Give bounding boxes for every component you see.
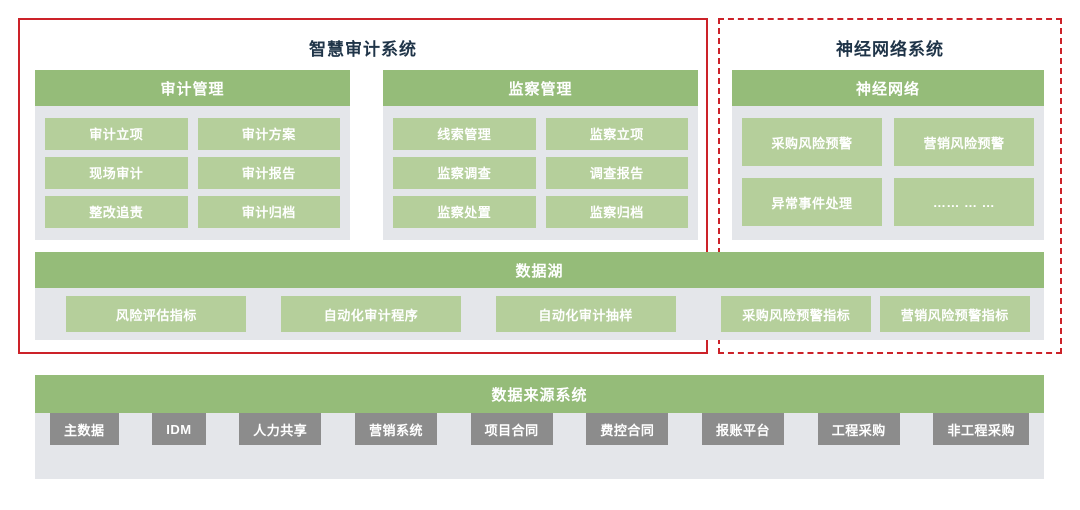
panel-data-lake-title: 数据湖 [35, 252, 1044, 288]
tile-supervision-0[interactable]: 线索管理 [393, 117, 536, 150]
panel-data-source-system-body: 主数据 IDM 人力共享 营销系统 项目合同 费控合同 报账平台 工程采购 非工… [35, 413, 1044, 479]
panel-supervision-management-body: 线索管理 监察立项 监察调查 调查报告 监察处置 监察归档 [383, 106, 698, 240]
tile-audit-4[interactable]: 整改追责 [45, 195, 188, 228]
tile-audit-1[interactable]: 审计方案 [197, 117, 340, 150]
panel-neural-network-body: 采购风险预警 营销风险预警 异常事件处理 …… … … [732, 106, 1044, 240]
panel-data-lake-body: 风险评估指标 自动化审计程序 自动化审计抽样 采购风险预警指标 营销风险预警指标 [35, 288, 1044, 340]
tile-lake-left-2[interactable]: 自动化审计抽样 [495, 296, 676, 332]
tile-neural-0[interactable]: 采购风险预警 [742, 118, 882, 166]
panel-neural-network: 神经网络 采购风险预警 营销风险预警 异常事件处理 …… … … [732, 70, 1044, 240]
panel-data-source-system-title: 数据来源系统 [35, 375, 1044, 413]
chip-source-2[interactable]: 人力共享 [239, 413, 322, 445]
tile-neural-ellipsis[interactable]: …… … … [894, 178, 1034, 226]
chip-source-6[interactable]: 报账平台 [702, 413, 785, 445]
panel-audit-management-body: 审计立项 审计方案 现场审计 审计报告 整改追责 审计归档 [35, 106, 350, 240]
panel-audit-management: 审计管理 审计立项 审计方案 现场审计 审计报告 整改追责 审计归档 [35, 70, 350, 240]
panel-supervision-management: 监察管理 线索管理 监察立项 监察调查 调查报告 监察处置 监察归档 [383, 70, 698, 240]
tile-lake-left-0[interactable]: 风险评估指标 [66, 296, 247, 332]
data-lake-audit-indicators: 风险评估指标 自动化审计程序 自动化审计抽样 [35, 288, 707, 340]
tile-supervision-4[interactable]: 监察处置 [393, 195, 536, 228]
tile-lake-right-1[interactable]: 营销风险预警指标 [879, 296, 1030, 332]
tile-supervision-2[interactable]: 监察调查 [393, 156, 536, 189]
panel-neural-network-title: 神经网络 [732, 70, 1044, 106]
tile-audit-0[interactable]: 审计立项 [45, 117, 188, 150]
tile-lake-right-0[interactable]: 采购风险预警指标 [721, 296, 872, 332]
panel-supervision-management-title: 监察管理 [383, 70, 698, 106]
chip-source-5[interactable]: 费控合同 [586, 413, 669, 445]
chip-source-1[interactable]: IDM [152, 413, 206, 445]
tile-neural-1[interactable]: 营销风险预警 [894, 118, 1034, 166]
panel-audit-management-title: 审计管理 [35, 70, 350, 106]
tile-lake-left-1[interactable]: 自动化审计程序 [280, 296, 461, 332]
chip-source-3[interactable]: 营销系统 [354, 413, 437, 445]
tile-audit-5[interactable]: 审计归档 [197, 195, 340, 228]
neural-network-system-title: 神经网络系统 [836, 40, 944, 59]
smart-audit-system-title: 智慧审计系统 [309, 40, 417, 59]
chip-source-4[interactable]: 项目合同 [470, 413, 553, 445]
chip-source-8[interactable]: 非工程采购 [933, 413, 1029, 445]
panel-data-lake: 数据湖 风险评估指标 自动化审计程序 自动化审计抽样 采购风险预警指标 营销风险… [35, 252, 1044, 340]
panel-data-source-system: 数据来源系统 主数据 IDM 人力共享 营销系统 项目合同 费控合同 报账平台 … [35, 375, 1044, 479]
tile-neural-2[interactable]: 异常事件处理 [742, 178, 882, 226]
tile-audit-3[interactable]: 审计报告 [197, 156, 340, 189]
data-lake-neural-indicators: 采购风险预警指标 营销风险预警指标 [707, 288, 1044, 340]
chip-source-0[interactable]: 主数据 [50, 413, 119, 445]
tile-supervision-1[interactable]: 监察立项 [545, 117, 688, 150]
tile-supervision-5[interactable]: 监察归档 [545, 195, 688, 228]
tile-supervision-3[interactable]: 调查报告 [545, 156, 688, 189]
chip-source-7[interactable]: 工程采购 [817, 413, 900, 445]
tile-audit-2[interactable]: 现场审计 [45, 156, 188, 189]
